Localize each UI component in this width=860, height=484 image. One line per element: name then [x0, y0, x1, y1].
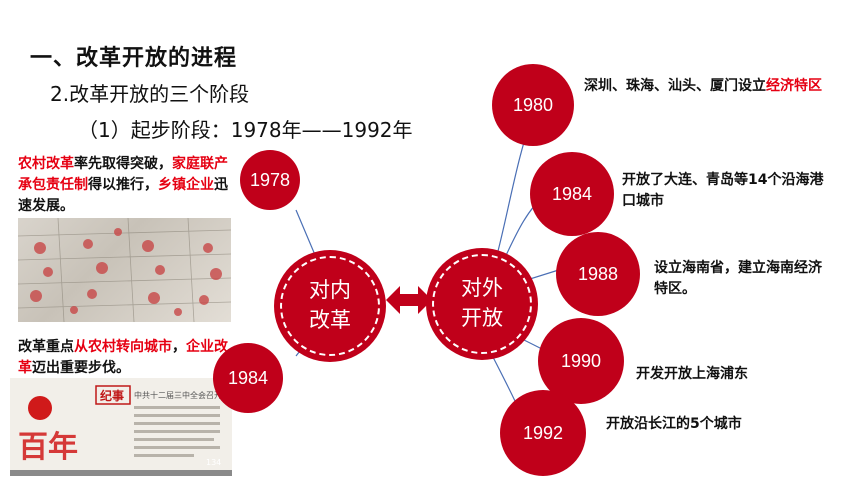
chronicle-logo-text: 纪事	[100, 389, 125, 403]
highlight-text: 农村改革	[18, 156, 74, 172]
outer-opening-circle: 对外开放	[426, 248, 538, 360]
year-circle-1980: 1980	[492, 64, 574, 146]
year-label: 1978	[249, 169, 291, 190]
double-arrow-icon	[386, 286, 432, 314]
plain-text: 改革重点	[18, 339, 74, 355]
dashed-ring	[280, 256, 380, 356]
highlight-text: 企业改革	[18, 339, 228, 376]
section-subtitle: 2.改革开放的三个阶段	[50, 82, 250, 106]
year-circle-1984-outer: 1984	[530, 152, 614, 236]
year-label: 1984	[551, 183, 593, 204]
plain-text: 迈出重要步伐。	[32, 360, 130, 376]
chronicle-page-image: 纪事 中共十二届三中全会召开 百年 134	[10, 378, 232, 476]
event-desc-1990: 开发开放上海浦东	[636, 364, 836, 385]
plain-text: 开发开放上海浦东	[636, 366, 748, 382]
event-desc-1988: 设立海南省，建立海南经济特区。	[654, 258, 829, 300]
event-desc-1992: 开放沿长江的5个城市	[606, 414, 826, 435]
plain-text: 开放了大连、青岛等14个沿海港口城市	[622, 172, 824, 209]
contract-fingerprint-photo	[18, 218, 231, 322]
rural-reform-note: 农村改革率先取得突破，家庭联产承包责任制得以推行，乡镇企业迅速发展。	[18, 154, 240, 217]
fingerprint-document-image	[18, 218, 231, 322]
highlight-text: 家庭联产承包责任制	[18, 156, 228, 193]
year-circle-1978: 1978	[240, 150, 300, 210]
event-desc-1980: 深圳、珠海、汕头、厦门设立经济特区	[584, 76, 834, 97]
year-circle-1984-inner: 1984	[213, 343, 283, 413]
dashed-ring	[432, 254, 532, 354]
year-label: 1988	[577, 263, 619, 284]
year-label: 1980	[512, 94, 554, 115]
year-label: 1984	[227, 367, 269, 388]
year-circle-1992: 1992	[500, 390, 586, 476]
highlight-text: 乡镇企业	[158, 177, 214, 193]
inner-reform-circle: 对内改革	[274, 250, 386, 362]
highlight-text: 经济特区	[766, 78, 822, 94]
plain-text: 率先取得突破，	[74, 156, 172, 172]
party-emblem-icon	[28, 396, 52, 420]
plain-text: 得以推行，	[88, 177, 158, 193]
page-title: 一、改革开放的进程	[30, 46, 238, 71]
chronicle-page-number: 134	[206, 458, 222, 467]
chronicle-caption: 中共十二届三中全会召开	[134, 391, 222, 400]
plain-text: 开放沿长江的5个城市	[606, 416, 742, 432]
event-desc-1984: 开放了大连、青岛等14个沿海港口城市	[622, 170, 832, 212]
year-label: 1992	[522, 422, 564, 443]
year-label: 1990	[560, 350, 602, 371]
plain-text: 深圳、珠海、汕头、厦门设立	[584, 78, 766, 94]
highlight-text: 从农村转向城市	[74, 339, 172, 355]
plain-text: 设立海南省，建立海南经济特区。	[654, 260, 822, 297]
plain-text: 迅速发展。	[18, 177, 228, 214]
chronicle-big-text: 百年	[18, 430, 78, 465]
year-circle-1988: 1988	[556, 232, 640, 316]
plain-text: ，	[172, 339, 186, 355]
stage-heading: （1）起步阶段：1978年——1992年	[78, 118, 413, 142]
chronicle-page-graphic	[10, 385, 232, 476]
urban-reform-note: 改革重点从农村转向城市，企业改革迈出重要步伐。	[18, 337, 228, 379]
year-circle-1990: 1990	[538, 318, 624, 404]
